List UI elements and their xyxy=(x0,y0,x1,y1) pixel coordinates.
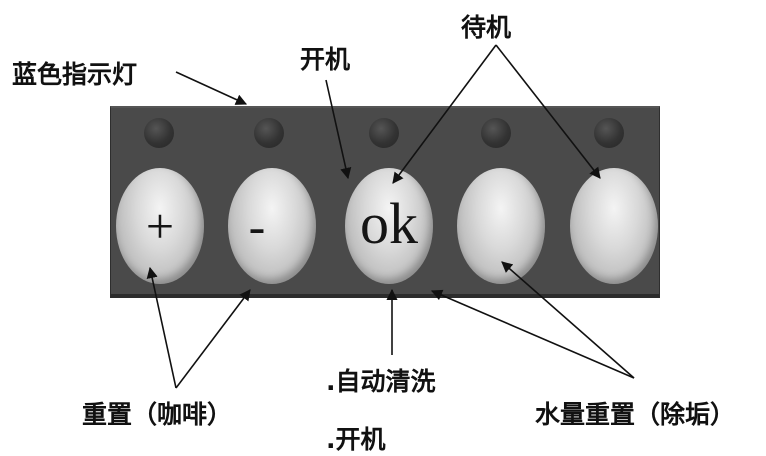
indicator-light-4 xyxy=(481,118,511,148)
label-water-reset: 水量重置（除垢） xyxy=(535,400,736,429)
arrow-reset-to-plus xyxy=(146,266,177,389)
indicator-light-3 xyxy=(369,118,399,148)
indicator-light-1 xyxy=(144,118,174,148)
plus-button[interactable]: + xyxy=(116,168,204,284)
label-reset-coffee: 重置（咖啡） xyxy=(82,400,233,429)
arrow-water-to-panel xyxy=(430,289,635,379)
arrow-water-to-button xyxy=(501,261,635,379)
minus-button[interactable]: - xyxy=(228,168,316,284)
arrow-blue-indicator xyxy=(175,71,248,105)
indicator-light-2 xyxy=(254,118,284,148)
indicator-light-5 xyxy=(594,118,624,148)
minus-button-label: - xyxy=(248,198,266,254)
water-reset-button[interactable] xyxy=(457,168,545,284)
label-power-on-bottom: .开机 xyxy=(326,425,386,454)
arrow-standby-left xyxy=(392,44,497,184)
label-auto-clean: .自动清洗 xyxy=(326,367,436,396)
ok-button-label: ok xyxy=(360,191,418,256)
arrow-reset-to-minus xyxy=(175,289,251,389)
arrow-power-on-top xyxy=(325,79,352,180)
standby-button[interactable] xyxy=(570,168,658,284)
plus-button-label: + xyxy=(145,198,175,254)
label-power-on-top: 开机 xyxy=(300,45,351,74)
label-standby: 待机 xyxy=(461,13,512,42)
arrow-standby-right xyxy=(495,44,601,179)
ok-button[interactable]: ok xyxy=(345,168,433,284)
label-blue-indicator: 蓝色指示灯 xyxy=(12,60,138,89)
